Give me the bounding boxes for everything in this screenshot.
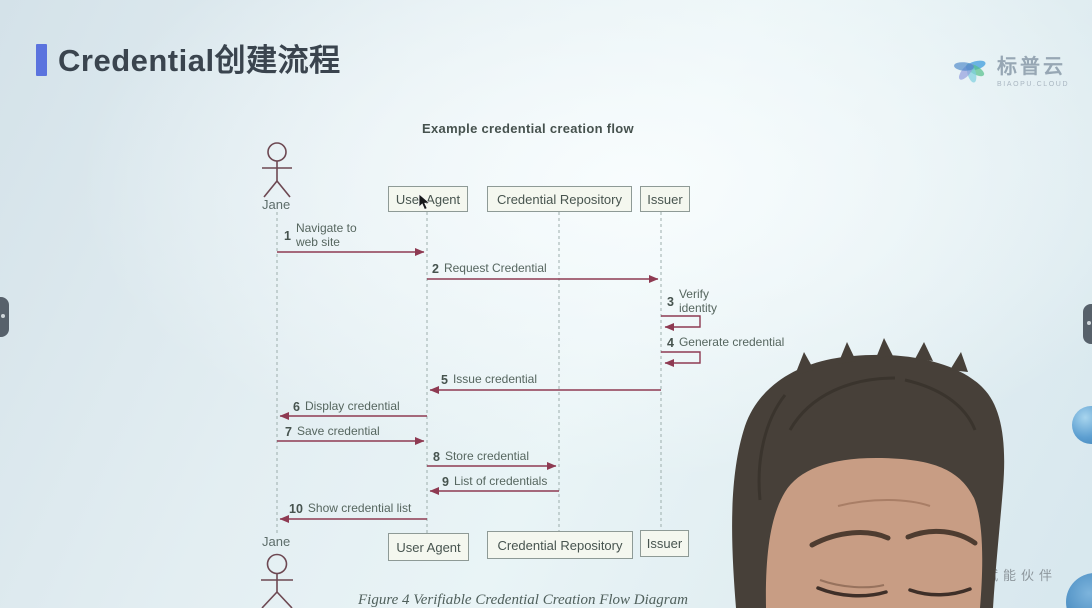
participant-credential-repository-bottom: Credential Repository	[487, 531, 633, 559]
participant-user-agent-bottom: User Agent	[388, 533, 469, 561]
presenter-face	[759, 455, 986, 608]
left-edge-handle[interactable]	[0, 297, 9, 337]
diagram-title: Example credential creation flow	[422, 121, 634, 136]
participant-issuer-bottom: Issuer	[640, 530, 689, 557]
slide-title: Credential创建流程	[58, 43, 341, 78]
figure-caption: Figure 4 Verifiable Credential Creation …	[358, 592, 688, 608]
actor-figure-bottom	[261, 553, 293, 608]
brand-logo: 标普云 BIAOPU.CLOUD	[950, 46, 1069, 91]
message-7-label: 7 Save credential	[285, 424, 380, 439]
presenter-right-eye	[908, 587, 972, 597]
brand-domain: BIAOPU.CLOUD	[997, 80, 1070, 88]
presenter-left-eye	[816, 586, 888, 598]
message-3-label: 3 Verify identity	[667, 287, 717, 315]
brand-logo-text: 标普云 BIAOPU.CLOUD	[997, 50, 1069, 88]
actor-figure-top	[262, 142, 292, 198]
message-4-self-arrow	[661, 351, 701, 367]
corner-blue-button[interactable]	[1066, 573, 1092, 608]
actor-label-jane-bottom: Jane	[262, 534, 291, 549]
brand-name: 标普云	[997, 55, 1066, 78]
message-6-label: 6 Display credential	[293, 399, 400, 414]
actor-label-jane-top: Jane	[262, 197, 291, 212]
message-10-label: 10 Show credential list	[289, 501, 412, 516]
message-1-label: 1 Navigate to web site	[284, 221, 357, 249]
watermark-text: 赋能伙伴	[985, 568, 1058, 583]
message-8-label: 8 Store credential	[433, 449, 529, 464]
message-2-label: 2 Request Credential	[432, 261, 547, 276]
presenter-left-eyebrow	[809, 530, 891, 548]
right-edge-handle[interactable]	[1083, 304, 1092, 344]
presenter-hair	[732, 354, 1005, 608]
presenter-hair-strands	[757, 376, 977, 501]
brand-logo-icon	[950, 46, 990, 91]
presenter-right-eyebrow	[905, 528, 978, 546]
title-accent-bar	[36, 44, 47, 76]
right-edge-blue-button[interactable]	[1072, 406, 1092, 444]
mouse-cursor-icon	[418, 193, 432, 216]
participant-credential-repository-top: Credential Repository	[487, 186, 632, 212]
message-4-label: 4 Generate credential	[667, 335, 785, 350]
message-5-label: 5 Issue credential	[441, 372, 537, 387]
message-3-self-arrow	[661, 315, 701, 331]
participant-issuer-top: Issuer	[640, 186, 690, 212]
message-9-label: 9 List of credentials	[442, 474, 548, 489]
presenter-hair-spikes	[795, 338, 968, 375]
participant-user-agent-top: User Agent	[388, 186, 468, 212]
